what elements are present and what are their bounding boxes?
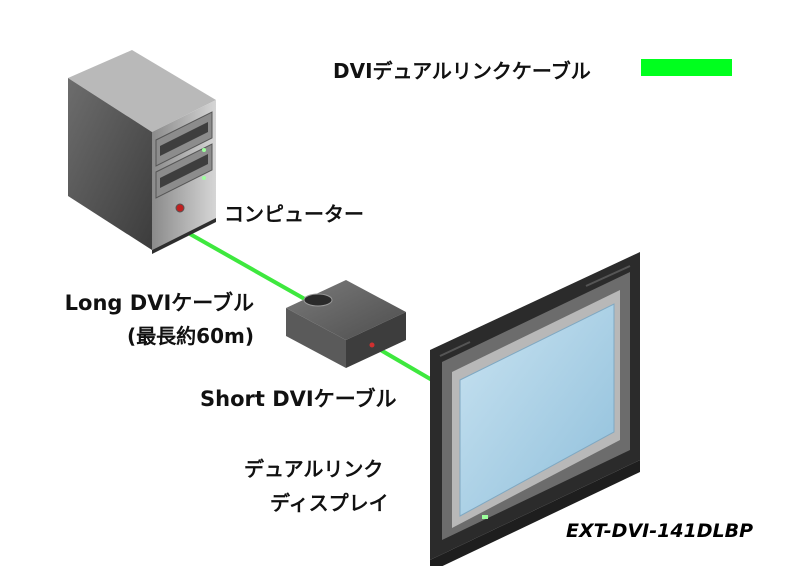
computer-tower-icon xyxy=(68,50,216,254)
computer-label: コンピューター xyxy=(224,202,364,226)
display-label-line1: デュアルリンク xyxy=(244,457,384,481)
legend-label: DVIデュアルリンクケーブル xyxy=(333,59,591,83)
short-cable-label: Short DVIケーブル xyxy=(200,387,397,411)
dual-link-display-icon xyxy=(430,252,640,566)
long-cable-sublabel: (最長約60m) xyxy=(127,324,254,348)
model-name: EXT-DVI-141DLBP xyxy=(566,520,754,542)
long-dvi-cable xyxy=(189,232,311,304)
legend-color-swatch xyxy=(641,59,732,76)
long-cable-label: Long DVIケーブル xyxy=(64,291,254,315)
extender-box-icon xyxy=(286,280,406,368)
display-label-line2: ディスプレイ xyxy=(270,491,389,515)
